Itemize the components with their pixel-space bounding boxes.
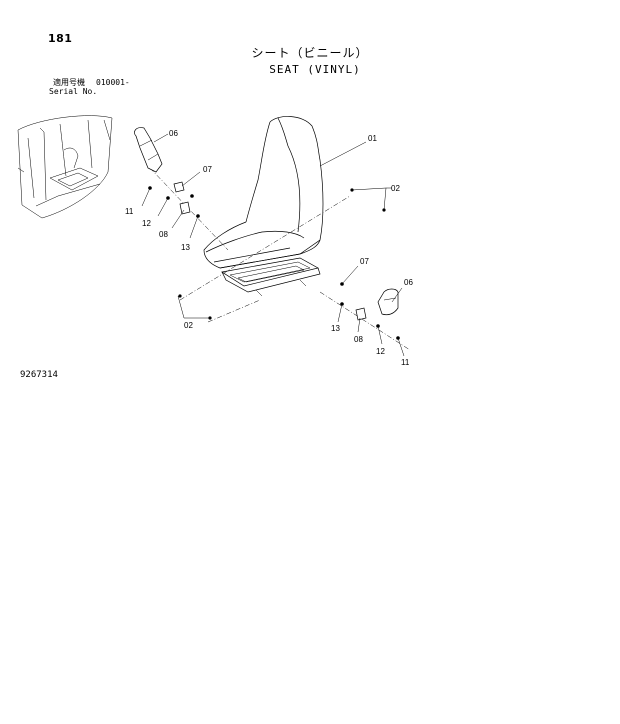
page-number: 181: [48, 32, 73, 45]
callout-pin-right: 07: [360, 257, 369, 266]
pin-left: [173, 181, 185, 193]
bracket-right: [355, 307, 367, 321]
left-lever-group: [134, 127, 200, 218]
front-mount-centerline: [179, 195, 351, 301]
callout-nut-right: 13: [331, 324, 340, 333]
seat-lever-right: [377, 288, 399, 316]
bracket-left: [179, 201, 191, 215]
cab-location-inset: [17, 115, 113, 219]
callout-bolt-front-left: 02: [184, 321, 193, 330]
callout-bolt-front-right: 02: [391, 184, 400, 193]
seat-lever-left: [134, 127, 163, 173]
callout-seat: 01: [368, 134, 377, 143]
left-lever-centerline: [149, 167, 229, 251]
serial-label-english: Serial No.: [49, 87, 98, 96]
callout-washer-left: 12: [142, 219, 151, 228]
callout-lever-left: 06: [169, 129, 178, 138]
mounting-bolts: [178, 188, 386, 320]
page-title-english: SEAT (VINYL): [269, 63, 361, 76]
pin-dot-left: [190, 194, 194, 198]
callout-washer-right: 12: [376, 347, 385, 356]
right-lever-centerline: [319, 291, 411, 351]
rear-mount-centerline: [207, 299, 261, 323]
seat-assembly: [203, 116, 324, 297]
callout-bracket-left: 08: [159, 230, 168, 239]
callout-bracket-right: 08: [354, 335, 363, 344]
serial-label-japanese: 適用号機: [53, 78, 85, 87]
serial-range: 010001-: [96, 78, 130, 87]
callout-lever-right: 06: [404, 278, 413, 287]
callout-nut-left: 13: [181, 243, 190, 252]
callout-pin-left: 07: [203, 165, 212, 174]
page-title-japanese: シート（ビニール）: [251, 46, 369, 60]
drawing-number: 9267314: [20, 370, 58, 380]
leader-lines: [141, 133, 405, 357]
callout-screw-left: 11: [125, 207, 134, 216]
callout-screw-right: 11: [401, 358, 410, 367]
